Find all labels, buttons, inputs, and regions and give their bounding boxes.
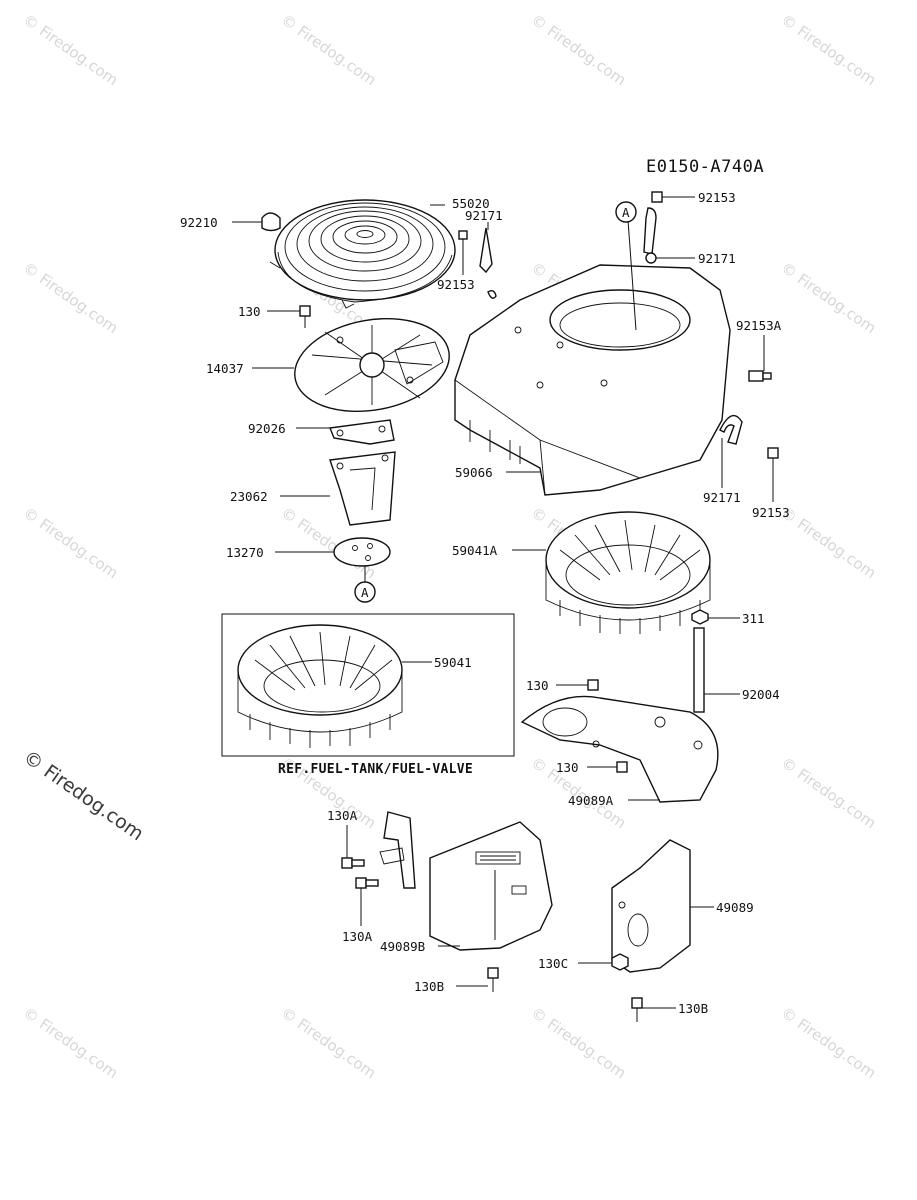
label-130A-top: 130A: [327, 808, 358, 823]
fan-screen-55020: [269, 199, 456, 309]
part-labels: 92153 92171 92210 55020 92171 92153 130 …: [180, 190, 790, 1016]
shroud-49089B: [429, 821, 553, 951]
clip-92171-low: [719, 414, 743, 445]
label-13270: 13270: [226, 545, 264, 560]
watermark-text: © Firedog.com: [278, 11, 380, 90]
flywheel-fan-59041: [237, 624, 403, 748]
label-92004: 92004: [742, 687, 780, 702]
callout-a-top: A: [615, 201, 637, 223]
label-92026: 92026: [248, 421, 286, 436]
label-59041A: 59041A: [452, 543, 498, 558]
label-59066: 59066: [455, 465, 493, 480]
stud-92004: [693, 627, 705, 713]
nut-130C: [611, 953, 629, 971]
label-130-mid: 130: [526, 678, 549, 693]
flywheel-fan-59041A: [545, 511, 711, 634]
label-92153A: 92153A: [736, 318, 782, 333]
alternate-fan-box: [221, 613, 515, 757]
label-92153-mid: 92153: [437, 277, 475, 292]
bolt-130B-left: [487, 967, 499, 992]
watermark-text: © Firedog.com: [20, 504, 122, 583]
watermark-main: © Firedog.com: [19, 746, 147, 845]
label-49089: 49089: [716, 900, 754, 915]
bolt-130B-right: [631, 997, 643, 1022]
label-130-top: 130: [238, 304, 261, 319]
watermark-text: © Firedog.com: [20, 11, 122, 90]
bolt-130-mid: [587, 679, 599, 691]
bolt-92153-top: [651, 191, 663, 203]
watermark-text: © Firedog.com: [778, 259, 880, 338]
clip-92171-mid: [479, 227, 497, 299]
fuel-bracket: [379, 811, 416, 889]
label-92171-top: 92171: [698, 251, 736, 266]
label-92171-mid: 92171: [465, 208, 503, 223]
label-130C: 130C: [538, 956, 568, 971]
bolt-92153-low: [767, 447, 779, 459]
baffle-49089A: [520, 695, 719, 803]
starter-pulley-14037: [294, 317, 450, 413]
label-92171-low: 92171: [703, 490, 741, 505]
reference-note: REF.FUEL-TANK/FUEL-VALVE: [278, 762, 473, 777]
label-130-low: 130: [556, 760, 579, 775]
label-14037: 14037: [206, 361, 244, 376]
cap-nut-92210: [261, 212, 281, 232]
label-55020: 55020: [452, 196, 490, 211]
bracket-23062: [329, 451, 396, 526]
label-92153-top: 92153: [698, 190, 736, 205]
diagram-code: E0150-A740A: [646, 157, 764, 177]
clip-92171-top: [643, 207, 657, 264]
leader-lines: [232, 196, 774, 1009]
watermark-text: © Firedog.com: [778, 1004, 880, 1083]
plate-92026: [329, 419, 395, 445]
label-59041: 59041: [434, 655, 472, 670]
label-23062: 23062: [230, 489, 268, 504]
watermark-text: © Firedog.com: [528, 11, 630, 90]
label-49089B: 49089B: [380, 939, 425, 954]
bolt-130A-top: [341, 857, 365, 869]
callout-a-text: A: [622, 205, 630, 220]
label-311: 311: [742, 611, 765, 626]
watermark-text: © Firedog.com: [778, 11, 880, 90]
bolt-92153A: [748, 370, 772, 382]
label-49089A: 49089A: [568, 793, 614, 808]
callout-a-bottom: A: [354, 581, 376, 603]
label-130B-right: 130B: [678, 1001, 708, 1016]
bolt-130-top: [299, 305, 311, 328]
blower-housing-59066: [454, 219, 731, 496]
callout-a-text: A: [361, 585, 369, 600]
watermark-text: © Firedog.com: [778, 754, 880, 833]
bolt-130A-bot: [355, 877, 379, 889]
bolt-130-low: [616, 761, 628, 773]
watermark-text: © Firedog.com: [20, 259, 122, 338]
label-92153-low: 92153: [752, 505, 790, 520]
watermark-text: © Firedog.com: [278, 1004, 380, 1083]
nut-311: [691, 609, 709, 625]
shroud-49089: [611, 839, 691, 973]
label-130B-left: 130B: [414, 979, 444, 994]
label-130A-bot: 130A: [342, 929, 373, 944]
watermark-text: © Firedog.com: [20, 1004, 122, 1083]
label-92210: 92210: [180, 215, 218, 230]
watermark-text: © Firedog.com: [778, 504, 880, 583]
bolt-92153-mid: [458, 230, 468, 258]
watermark-text: © Firedog.com: [528, 1004, 630, 1083]
